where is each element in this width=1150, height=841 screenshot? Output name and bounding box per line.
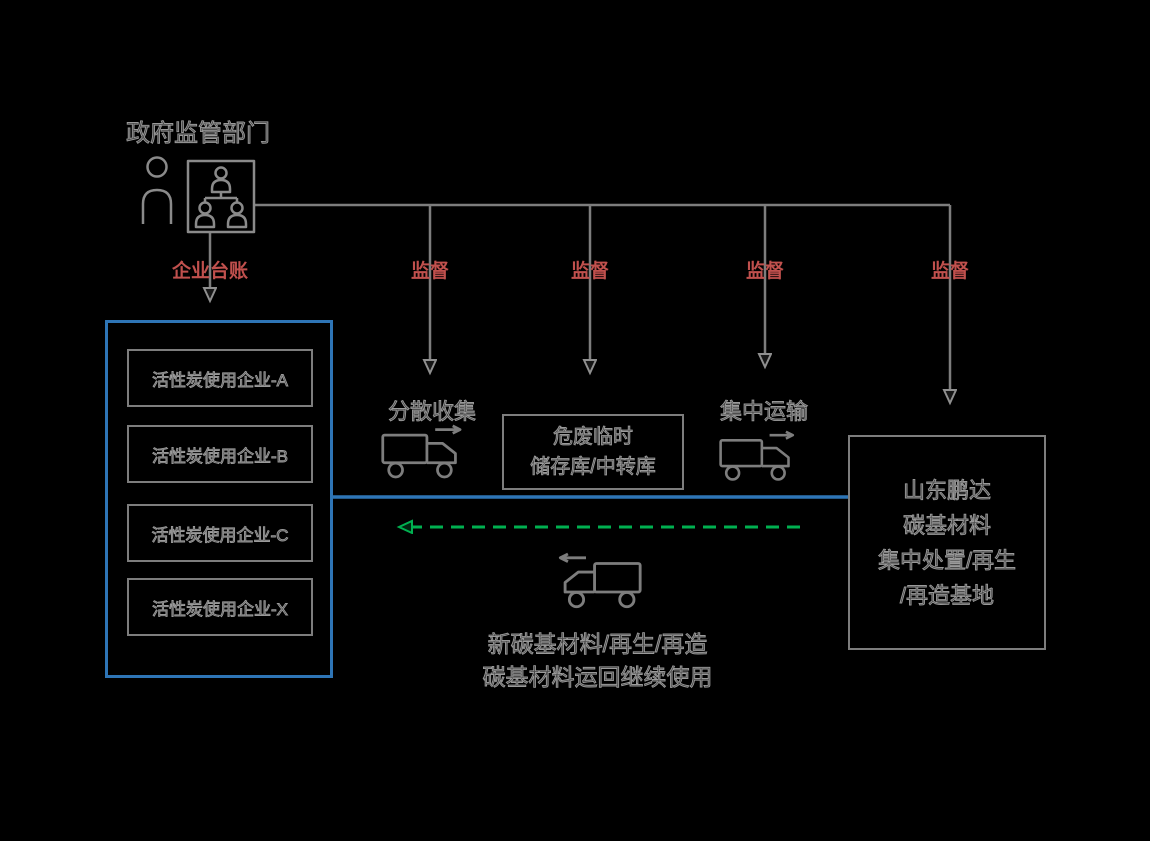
return-caption: 新碳基材料/再生/再造 碳基材料运回继续使用 bbox=[445, 628, 750, 694]
enterprise-label-c: 活性炭使用企业-C bbox=[151, 525, 289, 545]
base-box-line-2: 碳基材料 bbox=[902, 512, 992, 538]
ledger-label: 企业台账 bbox=[171, 261, 248, 282]
supervise-label-3: 监督 bbox=[745, 261, 784, 282]
collection-truck-icon bbox=[381, 424, 462, 479]
storage-box-line-2: 储存库/中转库 bbox=[530, 456, 656, 479]
enterprise-box-x: 活性炭使用企业-X bbox=[127, 578, 313, 636]
return-truck-icon bbox=[558, 552, 642, 609]
enterprise-box-a: 活性炭使用企业-A bbox=[127, 349, 313, 407]
regulator-title: 政府监管部门 bbox=[126, 120, 271, 148]
enterprise-label-x: 活性炭使用企业-X bbox=[152, 599, 289, 619]
supervise-label-1: 监督 bbox=[410, 261, 449, 282]
transport-truck-icon bbox=[719, 430, 795, 481]
enterprise-label-a: 活性炭使用企业-A bbox=[152, 370, 289, 390]
base-box-line-1: 山东鹏达 bbox=[902, 477, 992, 503]
enterprise-label-b: 活性炭使用企业-B bbox=[152, 446, 289, 466]
base-box-line-3: 集中处置/再生 bbox=[877, 547, 1017, 573]
storage-box-line-1: 危废临时 bbox=[553, 426, 634, 449]
storage-box: 危废临时 储存库/中转库 bbox=[502, 414, 684, 490]
supervise-label-2: 监督 bbox=[570, 261, 609, 282]
base-box: 山东鹏达 碳基材料 集中处置/再生 /再造基地 bbox=[848, 435, 1046, 650]
collection-label: 分散收集 bbox=[387, 399, 477, 425]
regulator-people-icon bbox=[141, 156, 256, 234]
transport-label: 集中运输 bbox=[719, 399, 809, 425]
enterprise-box-c: 活性炭使用企业-C bbox=[127, 504, 313, 562]
return-caption-line-1: 新碳基材料/再生/再造 bbox=[487, 631, 708, 658]
enterprise-box-b: 活性炭使用企业-B bbox=[127, 425, 313, 483]
enterprise-panel: 活性炭使用企业-A 活性炭使用企业-B 活性炭使用企业-C 活性炭使用企业-X bbox=[105, 320, 333, 678]
base-box-line-4: /再造基地 bbox=[899, 582, 995, 608]
return-caption-line-2: 碳基材料运回继续使用 bbox=[482, 664, 713, 691]
supervise-label-4: 监督 bbox=[930, 261, 969, 282]
